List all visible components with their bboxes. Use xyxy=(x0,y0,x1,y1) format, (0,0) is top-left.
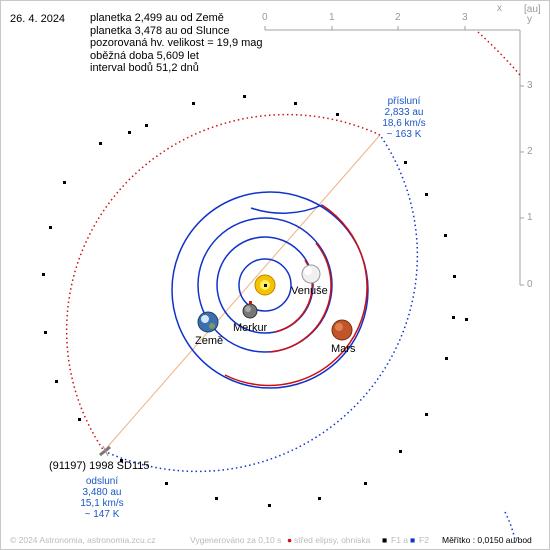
legend-f1: F1 a xyxy=(391,535,409,545)
apse-line xyxy=(103,134,381,452)
info-sun-distance: planetka 3,478 au od Slunce xyxy=(90,24,230,37)
y-axis-label: y xyxy=(527,14,532,25)
scale-label: Měřítko : 0,0150 au/bod xyxy=(442,535,532,545)
aphelion-distance: 3,480 au xyxy=(82,487,122,498)
perihelion-note: přísluní 2,833 au 18,6 km/s ~ 163 K xyxy=(374,96,434,140)
mars-orbit-red xyxy=(224,204,368,387)
generation-time: Vygenerováno za 0,10 s xyxy=(190,535,282,545)
y-tick-0: 0 xyxy=(527,279,533,290)
info-period: oběžná doba 5,609 let xyxy=(90,49,199,62)
y-tick-2: 2 xyxy=(527,146,533,157)
date-label: 26. 4. 2024 xyxy=(10,13,66,25)
sun xyxy=(254,274,276,296)
perihelion-title: přísluní xyxy=(387,96,421,107)
earth-planet xyxy=(197,311,219,333)
asteroid-label: (91197) 1998 SD115 xyxy=(49,460,150,472)
aphelion-temp: ~ 147 K xyxy=(84,509,120,520)
venus-orbit xyxy=(216,236,314,334)
legend-f1-dot: ■ xyxy=(382,535,388,545)
info-point-interval: interval bodů 51,2 dnů xyxy=(90,62,199,74)
mercury-orbit xyxy=(238,258,292,312)
perihelion-temp: ~ 163 K xyxy=(386,129,422,140)
x-tick-2: 2 xyxy=(395,12,401,23)
venus-label: Venuše xyxy=(291,285,328,297)
x-axis-label: x xyxy=(497,3,502,14)
orbit-tail-top xyxy=(477,31,521,76)
info-panel: planetka 2,499 au od Země planetka 3,478… xyxy=(90,12,263,75)
legend-center-text: střed elipsy, ohniska xyxy=(294,535,371,545)
legend-f2-dot: ■ xyxy=(410,535,416,545)
aphelion-speed: 15,1 km/s xyxy=(80,498,124,509)
mercury-marker xyxy=(249,301,252,304)
orbit-tail-bottom xyxy=(504,511,516,541)
perihelion-distance: 2,833 au xyxy=(384,107,424,118)
x-tick-1: 1 xyxy=(329,12,335,23)
asteroid-position-points xyxy=(42,95,468,507)
earth-orbit-red xyxy=(269,242,332,353)
axis-unit: [au] xyxy=(524,4,541,15)
aphelion-note: odsluní 3,480 au 15,1 km/s ~ 147 K xyxy=(72,476,132,520)
info-earth-distance: planetka 2,499 au od Země xyxy=(90,12,224,24)
x-tick-3: 3 xyxy=(462,12,468,23)
legend-center-dot: ● xyxy=(287,535,293,545)
mars-planet xyxy=(331,319,353,341)
mercury-label: Merkur xyxy=(233,322,268,334)
axes xyxy=(264,26,524,286)
earth-label: Země xyxy=(195,335,224,347)
mercury-planet xyxy=(242,303,258,319)
y-tick-3: 3 xyxy=(527,80,533,91)
mars-orbit xyxy=(171,191,369,389)
aphelion-title: odsluní xyxy=(85,476,119,487)
mars-label: Mars xyxy=(331,343,356,355)
info-magnitude: pozorovaná hv. velikost = 19,9 mag xyxy=(90,37,263,49)
planet-orbits xyxy=(171,191,369,389)
copyright-link[interactable]: © 2024 Astronomia, astronomia.zcu.cz xyxy=(10,535,156,545)
asteroid-marker xyxy=(99,445,111,457)
x-tick-0: 0 xyxy=(262,12,268,23)
perihelion-speed: 18,6 km/s xyxy=(382,118,426,129)
legend-f2: F2 xyxy=(419,535,429,545)
earth-orbit xyxy=(197,217,333,353)
y-tick-1: 1 xyxy=(527,212,533,223)
venus-planet xyxy=(301,264,321,284)
